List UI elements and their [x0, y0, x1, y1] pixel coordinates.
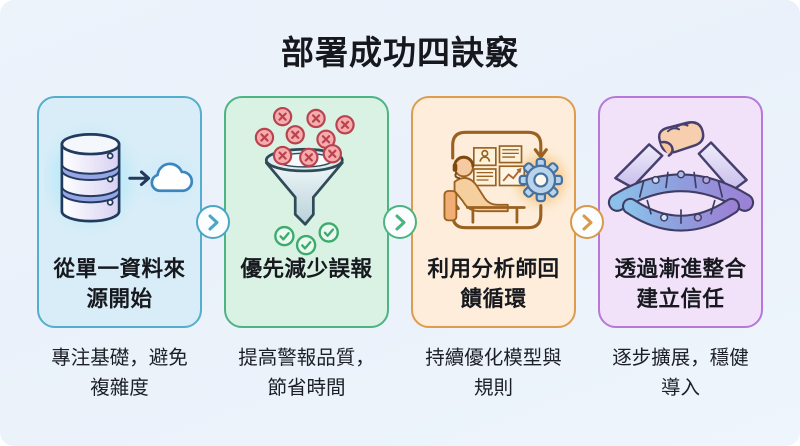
card-single-data-source: 從單一資料來 源開始	[37, 96, 202, 328]
step-column-4: 透過漸進整合 建立信任 逐步擴展，穩健 導入	[598, 96, 763, 403]
card-analyst-feedback-loop: 利用分析師回 饋循環	[411, 96, 576, 328]
card-description: 逐步擴展，穩健 導入	[612, 347, 749, 399]
clasped-hands	[613, 121, 748, 193]
page-title: 部署成功四訣竅	[281, 34, 519, 71]
card-gradual-integration-trust: 透過漸進整合 建立信任	[598, 96, 763, 328]
card-heading: 優先減少誤報	[240, 257, 373, 281]
chevron-right-icon	[395, 214, 405, 230]
step-column-1: 從單一資料來 源開始 專注基礎，避免 複雜度	[37, 96, 202, 403]
valid-alert-check-icons	[273, 222, 339, 256]
analyst-feedback-loop-icon	[413, 98, 574, 254]
card-heading: 透過漸進整合 建立信任	[614, 257, 747, 311]
chevron-right-icon	[208, 214, 218, 230]
chevron-right-icon	[582, 214, 592, 230]
puzzle-bridge	[607, 170, 754, 232]
funnel-filter-icon	[226, 98, 387, 256]
analyst-person	[443, 155, 526, 224]
database-to-cloud-icon	[39, 98, 200, 254]
card-description: 持續優化模型與 規則	[425, 347, 562, 399]
monitor-wall	[472, 145, 525, 187]
gear-icon	[518, 157, 563, 203]
card-heading: 利用分析師回 饋循環	[427, 257, 560, 311]
connector-arrow-1	[196, 205, 230, 239]
card-description: 提高警報品質， 節省時間	[238, 347, 375, 399]
step-column-2: 優先減少誤報 提高警報品質， 節省時間	[224, 96, 389, 403]
card-reduce-false-positives: 優先減少誤報	[224, 96, 389, 328]
card-heading: 從單一資料來 源開始	[53, 257, 186, 311]
connector-arrow-2	[383, 205, 417, 239]
steps-row: 從單一資料來 源開始 專注基礎，避免 複雜度	[37, 96, 763, 403]
handshake-puzzle-bridge-icon	[600, 98, 761, 254]
step-column-3: 利用分析師回 饋循環 持續優化模型與 規則	[411, 96, 576, 403]
card-description: 專注基礎，避免 複雜度	[51, 347, 188, 399]
connector-arrow-3	[570, 205, 604, 239]
false-alert-x-icons	[254, 106, 355, 168]
